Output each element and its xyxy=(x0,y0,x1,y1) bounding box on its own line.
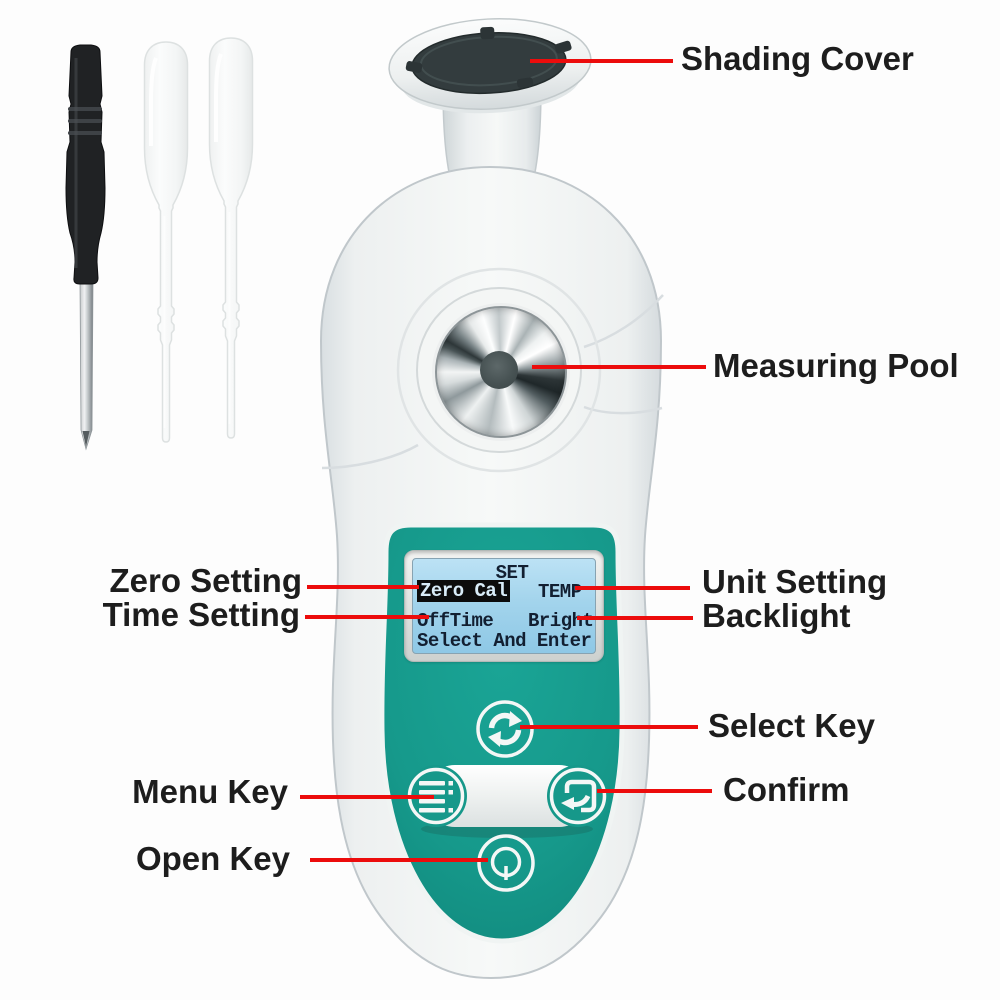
lcd-item-bright: Bright xyxy=(528,610,594,632)
lcd-footer-hint: Select And Enter xyxy=(417,630,592,652)
lcd-item-temp: TEMP xyxy=(538,581,582,603)
power-icon xyxy=(490,846,522,880)
pipette xyxy=(208,37,254,439)
callout-line-menu-key xyxy=(300,795,434,799)
pool-collar-outer xyxy=(396,267,602,473)
callout-line-zero-setting xyxy=(307,585,419,589)
screwdriver xyxy=(65,44,106,451)
callout-line-select-key xyxy=(520,725,698,729)
label-unit-setting: Unit Setting xyxy=(702,563,888,601)
callout-line-unit-setting xyxy=(575,586,690,590)
callout-line-measuring-pool xyxy=(532,365,706,369)
select-key-button[interactable] xyxy=(476,700,534,758)
label-time-setting: Time Setting xyxy=(102,596,300,634)
lcd-title: SET xyxy=(495,562,529,584)
label-measuring-pool: Measuring Pool xyxy=(713,347,959,385)
menu-list-icon xyxy=(419,781,453,813)
shading-cover[interactable] xyxy=(403,23,574,98)
pipette xyxy=(143,41,189,443)
callout-line-shading-cover xyxy=(530,59,673,63)
lcd-screen: SET Zero Cal TEMP OffTime Bright Select … xyxy=(412,558,596,654)
label-open-key: Open Key xyxy=(135,840,290,878)
label-menu-key: Menu Key xyxy=(132,773,288,811)
callout-line-open-key xyxy=(310,858,488,862)
callout-line-backlight xyxy=(577,616,693,620)
measuring-pool-prism xyxy=(480,351,518,389)
lcd-item-offtime: OffTime xyxy=(417,610,494,632)
label-zero-setting: Zero Setting xyxy=(109,562,302,600)
callout-line-confirm xyxy=(597,789,712,793)
shading-cover-assembly xyxy=(388,18,592,114)
confirm-key-button[interactable] xyxy=(547,765,609,827)
lcd-item-zero-cal: Zero Cal xyxy=(417,580,511,602)
key-pill xyxy=(424,765,590,827)
lcd-display: SET Zero Cal TEMP OffTime Bright Select … xyxy=(404,550,604,662)
label-backlight: Backlight xyxy=(702,597,851,635)
label-select-key: Select Key xyxy=(708,707,875,745)
label-shading-cover: Shading Cover xyxy=(681,40,914,78)
label-confirm: Confirm xyxy=(723,771,850,809)
sync-arrows-icon xyxy=(488,711,522,747)
callout-line-time-setting xyxy=(305,615,429,619)
enter-return-icon xyxy=(561,779,597,813)
open-key-button[interactable] xyxy=(477,834,535,892)
